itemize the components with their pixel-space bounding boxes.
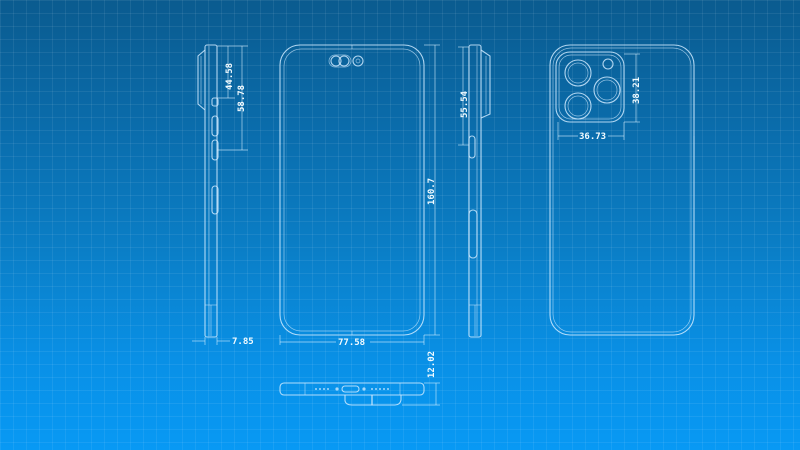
- bottom-view: 12.02: [279, 351, 440, 406]
- front-sensor-icon: [352, 55, 364, 67]
- flash-icon: [602, 58, 614, 70]
- front-camera-icon: [330, 55, 342, 67]
- back-view: 38.21 36.73: [549, 44, 695, 336]
- dim-left-top: 44.58: [225, 63, 235, 90]
- dim-thickness: 7.85: [232, 337, 254, 347]
- dim-right-side: 55.54: [460, 90, 470, 118]
- dim-camera-width: 36.73: [579, 132, 606, 142]
- power-button-icon: [468, 209, 478, 259]
- action-button-icon: [211, 97, 219, 107]
- dim-bottom-depth: 12.02: [427, 351, 437, 378]
- camera-module-icon: [555, 51, 625, 123]
- camera-lens-1-icon: [564, 59, 592, 87]
- dim-height: 160.7: [427, 178, 437, 205]
- dim-width: 77.58: [338, 338, 365, 348]
- dim-camera-height: 38.21: [632, 77, 642, 104]
- right-side-view: 55.54: [458, 44, 491, 338]
- volume-up-button-icon: [211, 115, 219, 137]
- charging-port-icon: [341, 385, 360, 393]
- camera-lens-2-icon: [564, 92, 592, 120]
- front-view: 160.7 77.58: [279, 44, 440, 348]
- camera-lens-3-icon: [593, 76, 621, 104]
- side-button-icon: [211, 185, 219, 215]
- dim-left-mid: 58.78: [237, 85, 247, 112]
- left-side-view: 44.58 58.78 7.85: [192, 44, 254, 347]
- speaker-grille-icon: [315, 387, 389, 391]
